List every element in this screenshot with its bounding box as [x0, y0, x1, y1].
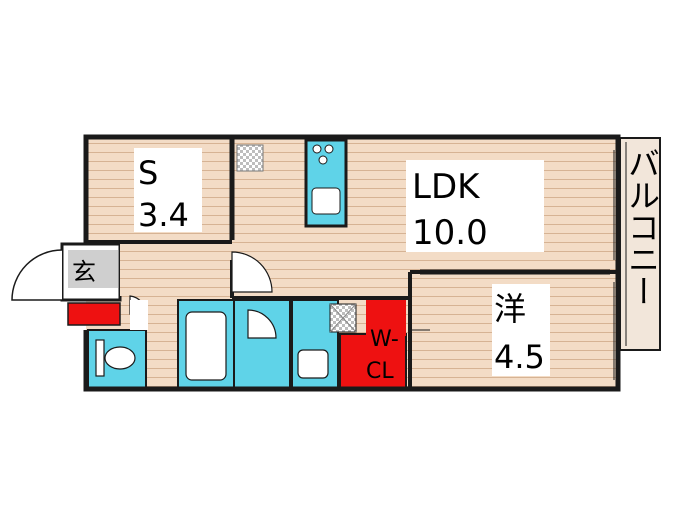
balcony: バルコニー	[619, 137, 661, 351]
washroom-door-swing	[247, 309, 277, 339]
room-ldk-name: LDK	[412, 167, 481, 207]
room-western-size: 4.5	[494, 338, 545, 376]
refrigerator-space	[236, 144, 264, 172]
room-western: 洋 4.5	[492, 284, 550, 376]
kitchen-sink-icon	[311, 187, 341, 215]
toilet-room	[87, 295, 148, 389]
ldk-door-swing	[231, 251, 273, 293]
genkan-label: 玄	[72, 258, 96, 286]
room-ldk: LDK 10.0	[406, 160, 544, 253]
wash-basin-icon	[297, 349, 329, 379]
shoe-storage	[67, 302, 121, 326]
bathtub-icon	[185, 311, 227, 381]
bathroom	[177, 299, 235, 389]
room-s: S 3.4	[134, 148, 202, 234]
room-ldk-size: 10.0	[412, 213, 488, 253]
corridor	[120, 244, 232, 296]
walk-in-closet: W- CL	[339, 300, 407, 389]
washroom	[233, 299, 291, 389]
room-s-size: 3.4	[138, 196, 189, 234]
room-western-name: 洋	[494, 290, 526, 328]
room-s-name: S	[138, 154, 158, 192]
wcl-label-line2: CL	[366, 359, 394, 384]
kitchen-counter	[304, 138, 348, 228]
toilet-tank-icon	[95, 339, 105, 377]
stove-burner-icon	[324, 144, 334, 154]
stove-burner-icon	[318, 155, 328, 165]
sink-area	[291, 299, 357, 389]
toilet-door-gap	[130, 300, 148, 330]
entrance-door-swing	[11, 249, 63, 301]
balcony-label: バルコニー	[623, 147, 661, 307]
entrance: 玄	[11, 242, 122, 326]
toilet-bowl-icon	[104, 346, 136, 370]
wcl-label-line1: W-	[370, 327, 399, 352]
stove-burner-icon	[312, 144, 322, 154]
